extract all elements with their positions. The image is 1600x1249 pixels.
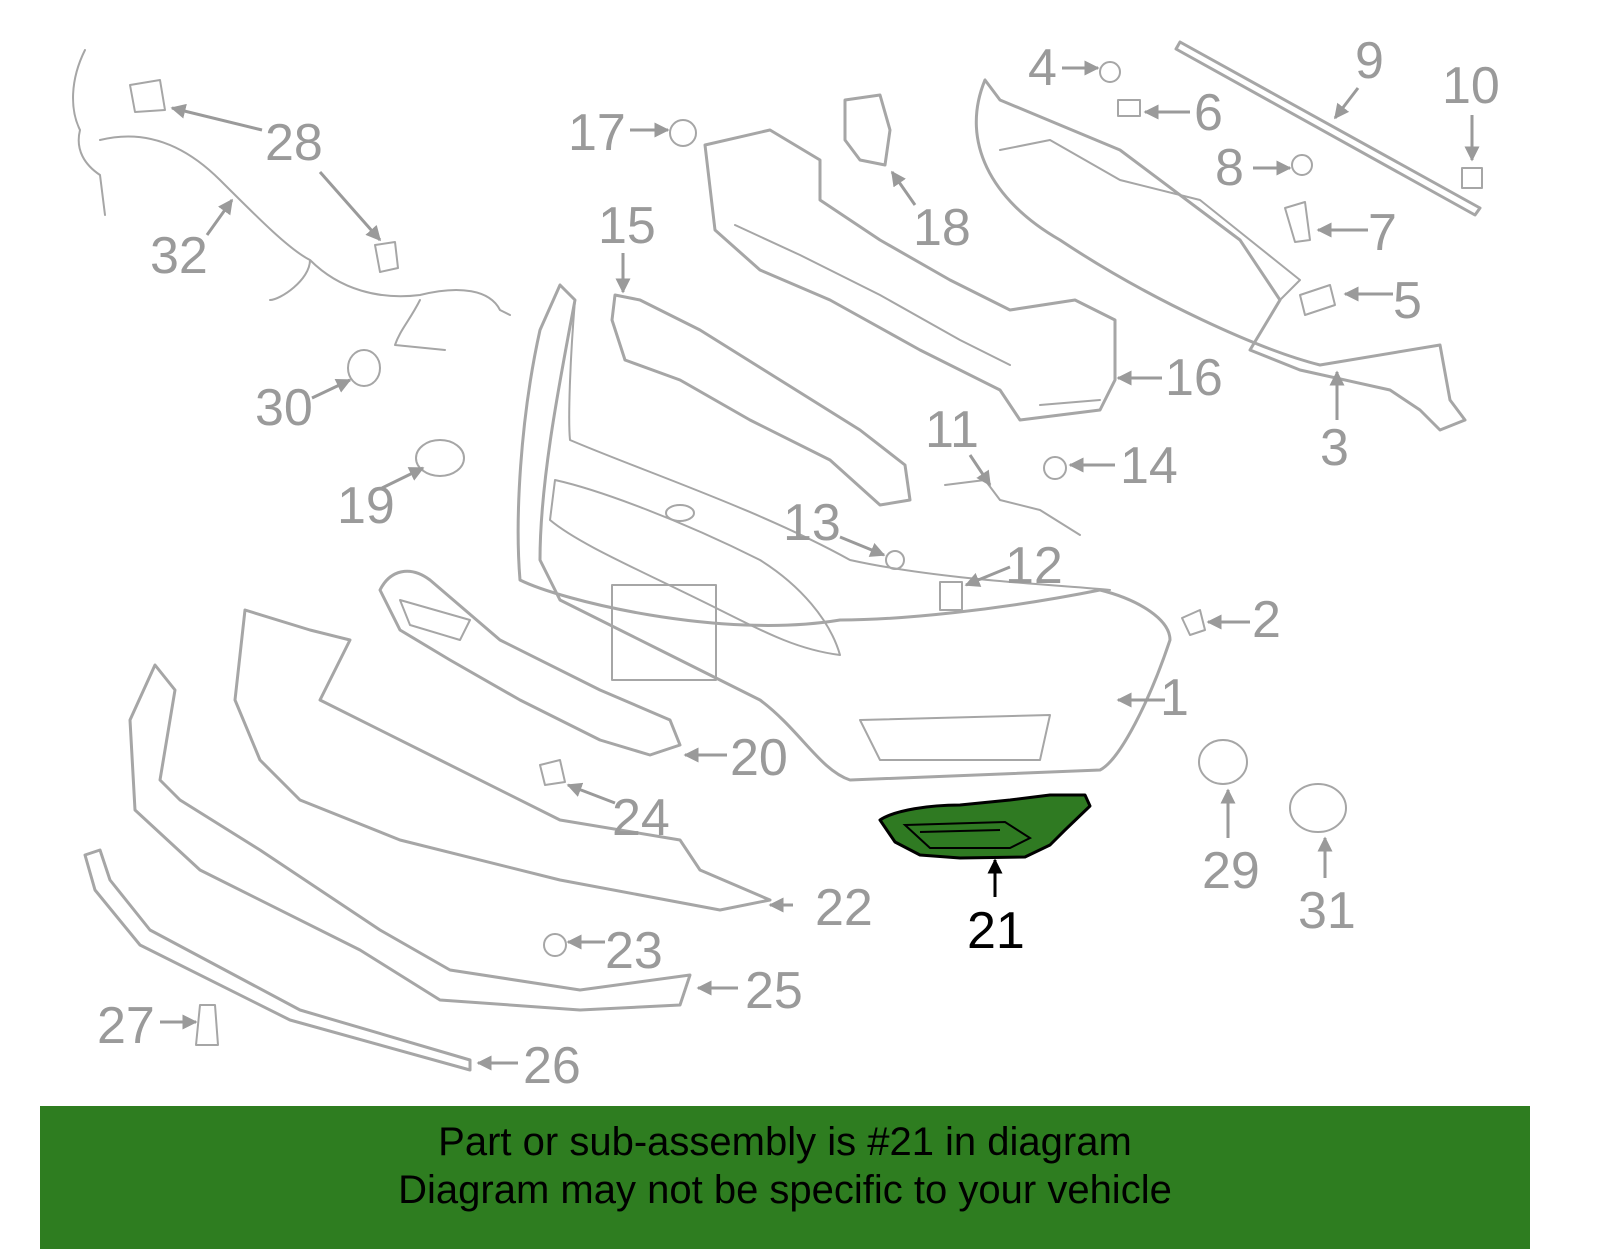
callout-21: 21: [967, 902, 1025, 960]
part-15-bracket: [610, 293, 912, 507]
callout-29: 29: [1202, 842, 1260, 900]
leader-13: [839, 535, 886, 557]
callout-13: 13: [783, 494, 841, 552]
callout-16: 16: [1165, 349, 1223, 407]
part-28-sensor-icon: [374, 241, 399, 273]
leader-28b: [318, 171, 382, 242]
callout-19: 19: [337, 477, 395, 535]
callout-23: 23: [605, 922, 663, 980]
callout-2: 2: [1252, 591, 1281, 649]
callout-22: 22: [815, 879, 873, 937]
banner-line-part-number: Part or sub-assembly is #21 in diagram: [438, 1120, 1132, 1164]
callout-28: 28: [265, 114, 323, 172]
callout-25: 25: [745, 962, 803, 1020]
callout-5: 5: [1393, 272, 1422, 330]
part-14-nut-icon: [1043, 456, 1067, 480]
part-28-connector-icon: [129, 79, 166, 113]
part-27-screw-icon: [195, 1004, 219, 1046]
part-29-sensor-icon: [1198, 739, 1248, 785]
part-31-sensor-icon: [1289, 783, 1347, 833]
part-5-bolt-icon: [1299, 284, 1336, 316]
part-2-clip-icon: [1181, 609, 1206, 636]
small-fasteners: [129, 61, 1483, 1046]
info-banner: Part or sub-assembly is #21 in diagram D…: [40, 1106, 1530, 1249]
part-1-bumper-cover: [516, 283, 1172, 782]
part-6-clip-icon: [1117, 99, 1141, 117]
part-16-reinforcement-beam: [703, 128, 1117, 422]
part-18-bracket: [843, 93, 892, 167]
leader-18: [890, 170, 917, 206]
part-24-clip-icon: [539, 759, 566, 786]
leader-19: [381, 466, 425, 490]
callout-9: 9: [1355, 32, 1384, 90]
leader-11: [968, 454, 992, 487]
leader-24: [566, 782, 616, 805]
part-20-lower-grille: [378, 569, 682, 757]
callout-6: 6: [1194, 84, 1223, 142]
part-32-wiring-harness: [72, 49, 511, 351]
part-30-grommet-icon: [347, 349, 381, 387]
leader-9: [1333, 87, 1360, 120]
callout-31: 31: [1298, 882, 1356, 940]
callout-24: 24: [612, 789, 670, 847]
part-4-pushpin-icon: [1099, 61, 1121, 83]
part-7-clip-icon: [1284, 201, 1311, 243]
part-13-screw-icon: [885, 550, 905, 570]
callout-18: 18: [913, 199, 971, 257]
callout-15: 15: [598, 197, 656, 255]
banner-line-disclaimer: Diagram may not be specific to your vehi…: [398, 1168, 1172, 1212]
part-3-energy-absorber: [974, 78, 1467, 432]
callout-labels: 1 2 3 4 5 6 7 8 9 10 11 12 13 14 15 16 1…: [97, 32, 1500, 1095]
callout-1: 1: [1160, 669, 1189, 727]
leader-lines: [160, 60, 1480, 1071]
callout-10: 10: [1442, 57, 1500, 115]
part-10-retainer-icon: [1461, 167, 1483, 189]
callout-30: 30: [255, 379, 313, 437]
leader-30: [311, 378, 352, 400]
leader-12: [964, 565, 1011, 587]
callout-14: 14: [1120, 437, 1178, 495]
callout-32: 32: [150, 227, 208, 285]
callout-27: 27: [97, 997, 155, 1055]
part-9-seal-strip: [1174, 40, 1482, 217]
callout-11: 11: [925, 401, 979, 459]
callout-8: 8: [1215, 139, 1244, 197]
leader-28a: [170, 103, 263, 132]
part-19-seal-icon: [415, 439, 465, 477]
callout-7: 7: [1368, 204, 1397, 262]
part-23-bolt-icon: [543, 933, 567, 957]
leader-32: [205, 198, 234, 236]
callout-20: 20: [730, 729, 788, 787]
part-25-lower-cover: [128, 663, 692, 1012]
callout-4: 4: [1028, 39, 1057, 97]
callout-17: 17: [568, 104, 626, 162]
callout-3: 3: [1320, 419, 1349, 477]
part-21-highlighted: [878, 793, 1092, 860]
part-22-air-deflector: [233, 608, 772, 912]
callout-26: 26: [523, 1037, 581, 1095]
part-11-bracket-icon: [944, 479, 1081, 536]
part-26-trim-strip: [83, 848, 472, 1072]
part-12-clip-icon: [939, 581, 963, 611]
part-16-detail-icon: [1039, 399, 1101, 406]
part-17-nut-icon: [669, 119, 697, 147]
callout-12: 12: [1005, 537, 1063, 595]
part-8-bolt-icon: [1291, 154, 1313, 176]
